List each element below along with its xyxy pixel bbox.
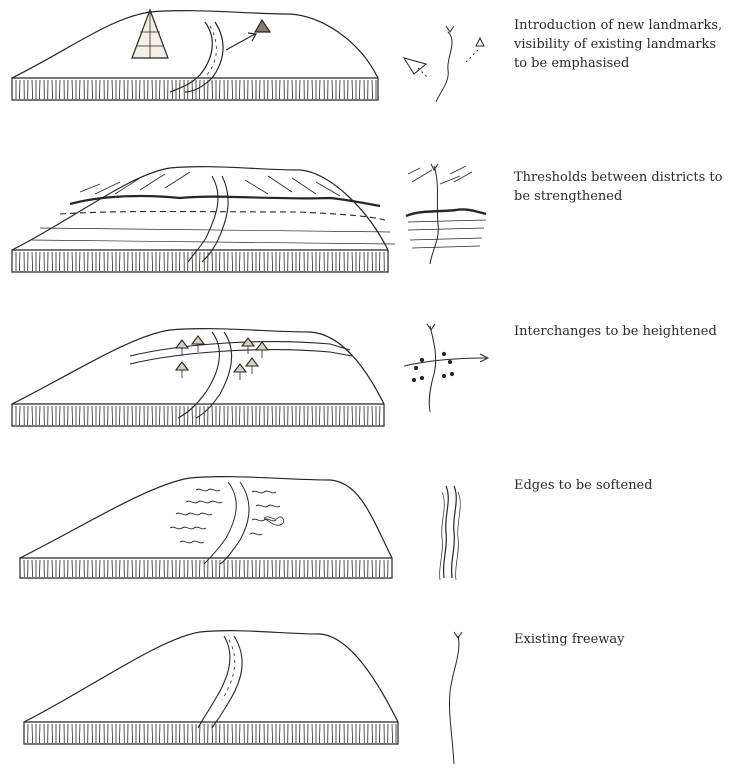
existing-diagram	[0, 616, 510, 770]
landmarks-diagram	[0, 0, 510, 154]
caption-interchanges: Interchanges to be heightened	[514, 322, 734, 341]
row-existing: Existing freeway	[0, 616, 736, 770]
interchanges-diagram	[0, 308, 510, 462]
row-landmarks: Introduction of new landmarks, visibilit…	[0, 0, 736, 154]
caption-existing: Existing freeway	[514, 630, 734, 649]
row-interchanges: Interchanges to be heightened	[0, 308, 736, 462]
caption-thresholds: Thresholds between districts to be stren…	[514, 168, 734, 206]
caption-edges: Edges to be softened	[514, 476, 734, 495]
row-edges: Edges to be softened	[0, 462, 736, 616]
thresholds-diagram	[0, 154, 510, 308]
caption-landmarks: Introduction of new landmarks, visibilit…	[514, 16, 734, 73]
row-thresholds: Thresholds between districts to be stren…	[0, 154, 736, 308]
edges-diagram	[0, 462, 510, 616]
